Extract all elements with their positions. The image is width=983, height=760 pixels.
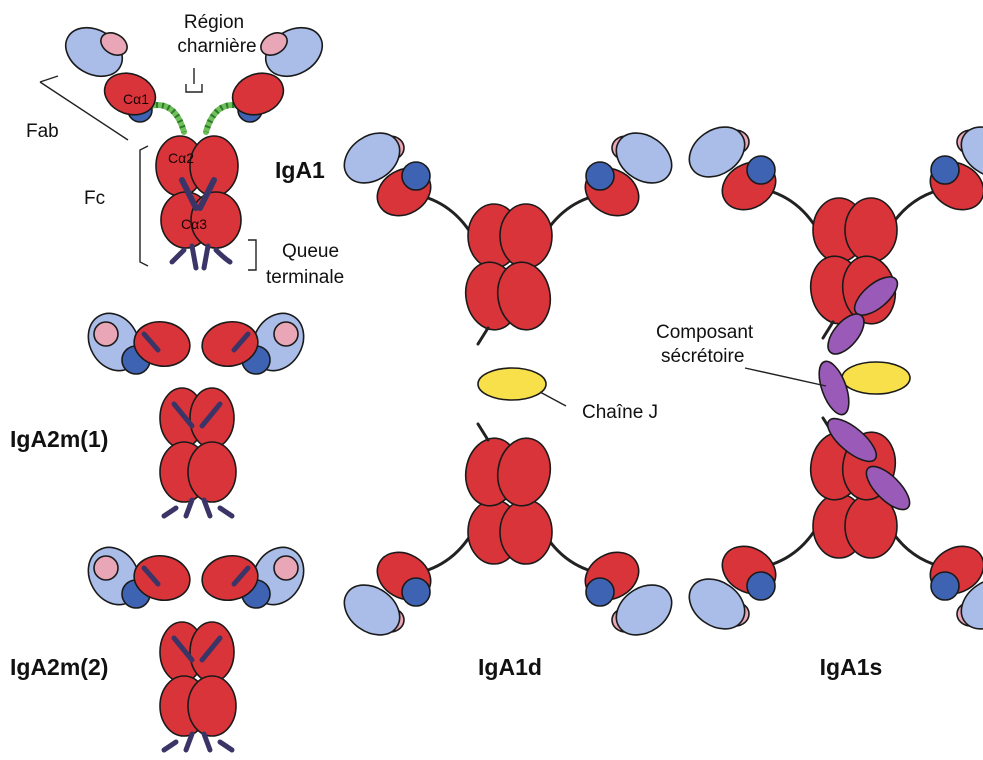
- ca2-label: Cα2: [168, 150, 194, 166]
- iga2m1-structure-tailpiece: [164, 500, 232, 516]
- iga2m1-structure-left-light-constant: [94, 322, 118, 346]
- iga1d-bottom-left-heavy-variable: [402, 578, 430, 606]
- title-iga1s: IgA1s: [820, 654, 883, 680]
- iga1d-top-tailpiece: [478, 328, 488, 344]
- iga2m1-structure-right-light-constant: [274, 322, 298, 346]
- ca3-label: Cα3: [181, 216, 207, 232]
- iga1s-bottom-right-heavy-variable: [931, 572, 959, 600]
- iga1d-bottom-tailpiece: [478, 424, 488, 440]
- title-iga2m1: IgA2m(1): [10, 426, 108, 452]
- iga1d-bottom-right-heavy-variable: [586, 578, 614, 606]
- iga2m2-structure-right-light-constant: [274, 556, 298, 580]
- iga1s-structure: [680, 117, 983, 639]
- iga2m1-structure: [78, 304, 314, 516]
- iga1d-structure: [335, 123, 681, 645]
- iga1s-j-chain: [842, 362, 910, 394]
- hinge-bracket: [186, 84, 202, 92]
- iga1d-top-left-heavy-variable: [402, 162, 430, 190]
- iga1d-top-right-heavy-variable: [586, 162, 614, 190]
- iga1s-top-right-heavy-variable: [931, 156, 959, 184]
- sc-label-line2: sécrétoire: [661, 346, 744, 367]
- tail-label-line2: terminale: [266, 267, 344, 288]
- iga2m2-structure-tailpiece: [164, 734, 232, 750]
- fc-bracket: [140, 146, 148, 266]
- iga2m1-structure-ca2-right: [190, 388, 234, 448]
- iga1-tailpiece: [172, 246, 230, 268]
- fab-label: Fab: [26, 121, 59, 142]
- tail-label-line1: Queue: [282, 241, 339, 262]
- title-iga2m2: IgA2m(2): [10, 654, 108, 680]
- iga2m2-structure-left-light-constant: [94, 556, 118, 580]
- iga2m2-structure-ca2-right: [190, 622, 234, 682]
- hinge-label-line1: Région: [184, 12, 244, 33]
- sc-pointer: [745, 368, 826, 386]
- iga1d-j-chain: [478, 368, 546, 400]
- iga2m2-structure: [78, 538, 314, 750]
- title-iga1d: IgA1d: [478, 654, 542, 680]
- iga1d-bottom-ca2-right: [500, 500, 552, 564]
- tail-bracket: [248, 240, 256, 270]
- iga1s-top-ca2-right: [845, 198, 897, 262]
- j-chain-pointer: [540, 392, 566, 406]
- sc-label-line1: Composant: [656, 322, 754, 343]
- hinge-label-line2: charnière: [177, 36, 256, 57]
- iga2m1-structure-ca3-right: [188, 442, 236, 502]
- title-iga1: IgA1: [275, 157, 325, 183]
- antibody-artwork: [57, 18, 983, 750]
- iga1-ca2-right: [190, 136, 238, 196]
- iga1s-top-left-heavy-variable: [747, 156, 775, 184]
- iga1s-bottom-left-heavy-variable: [747, 572, 775, 600]
- iga2m2-structure-ca3-right: [188, 676, 236, 736]
- fc-label: Fc: [84, 188, 105, 209]
- ca1-label: Cα1: [123, 91, 149, 107]
- j-chain-label: Chaîne J: [582, 402, 658, 423]
- iga1d-top-ca2-right: [500, 204, 552, 268]
